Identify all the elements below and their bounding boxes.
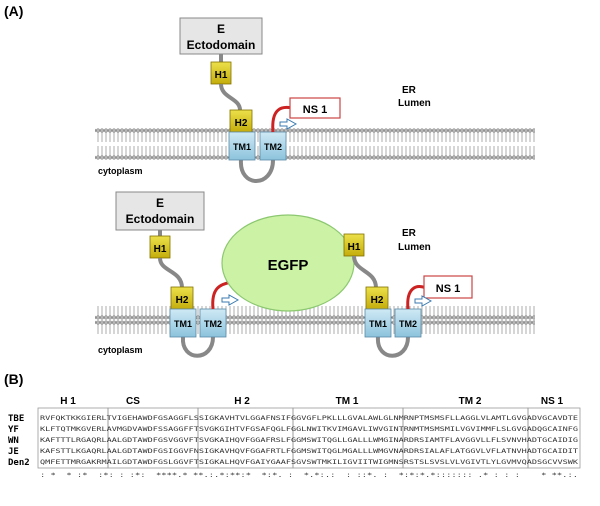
region-header: H 2 (234, 396, 250, 407)
cleavage-arrow-bottom-right (414, 295, 433, 307)
tm2-label-bottom-left: TM2 (204, 319, 222, 329)
egfp-label: EGFP (268, 257, 309, 274)
tm1-label-top: TM1 (233, 142, 251, 152)
ectodomain-top-line2: Ectodomain (187, 38, 256, 52)
region-header: H 1 (60, 396, 76, 407)
cleavage-arrow-top (279, 118, 298, 130)
h1-label-bottom-right: H1 (348, 242, 361, 253)
panel-b-label: (B) (4, 371, 23, 387)
ns1-label-top: NS 1 (303, 104, 327, 116)
top-diagram: E Ectodomain H1 H2 TM1 TM2 NS 1 ER Lumen… (95, 17, 535, 183)
h2-label-bottom-left: H2 (176, 295, 189, 306)
species-label: Den2 (8, 458, 30, 468)
cyto-loop-bottom-right (375, 336, 410, 358)
cleavage-arrow-bottom-left (221, 294, 240, 306)
membrane-top (95, 128, 535, 160)
tm1-helix-bottom-right (364, 308, 392, 338)
alignment-sequences: RVFQKTKKGIERLTVIGEHAWDFGSAGGFLSSIGKAVHTV… (40, 414, 578, 479)
consensus-row: : * * :* :*: : :*: ****.* **.:.*:**:* *:… (40, 471, 578, 479)
ns1-box-bottom (423, 275, 473, 299)
cytoplasm-label-bottom: cytoplasm (98, 345, 143, 355)
ns1-label-bottom: NS 1 (436, 283, 460, 295)
sequence-row: KAFSTTLKGAQRLAALGDTAWDFGSIGGVFNSIGKAVHQV… (40, 447, 578, 455)
region-header: TM 1 (336, 396, 359, 407)
ectodomain-box-top (179, 17, 263, 55)
region-box-ns1 (527, 407, 581, 469)
tm2-label-top: TM2 (264, 142, 282, 152)
cyto-loop-top (238, 159, 275, 183)
alignment-region-headers: H 1 CS H 2 TM 1 TM 2 NS 1 (60, 396, 563, 407)
species-label: YF (8, 425, 19, 435)
cyto-loop-bottom-left (180, 336, 215, 358)
ns1-box-top (289, 97, 341, 119)
bottom-diagram: E Ectodomain H1 H2 TM1 TM2 EGFP H1 H2 TM… (95, 191, 535, 358)
membrane-bottom (95, 305, 535, 337)
ectodomain-bottom-line1: E (156, 196, 164, 210)
connector-h1-h2-top (219, 83, 242, 111)
tm2-helix-bottom-left (199, 308, 227, 338)
region-header: TM 2 (459, 396, 482, 407)
h1-label-bottom-left: H1 (154, 244, 167, 255)
tm1-helix-top (228, 131, 256, 161)
tm1-label-bottom-left: TM1 (174, 319, 192, 329)
tm2-helix-top (259, 131, 287, 161)
species-label: WN (8, 436, 19, 446)
tm1-label-bottom-right: TM1 (369, 319, 387, 329)
sequence-row: RVFQKTKKGIERLTVIGEHAWDFGSAGGFLSSIGKAVHTV… (40, 414, 578, 422)
panel-a-label: (A) (4, 3, 23, 19)
h2-label-top: H2 (235, 118, 248, 129)
er-label-top: ER (402, 85, 417, 96)
alignment-species-labels: TBE YF WN JE Den2 (8, 414, 30, 468)
sequence-row: QMFETTMRGAKRMAILGDTAWDFGSLGGVFTSIGKALHQV… (40, 458, 578, 466)
species-label: JE (8, 447, 19, 457)
region-header: CS (126, 396, 140, 407)
ectodomain-bottom-line2: Ectodomain (126, 212, 195, 226)
ectodomain-top-line1: E (217, 22, 225, 36)
er-label-bottom: ER (402, 228, 417, 239)
lumen-label-top: Lumen (398, 98, 431, 109)
ectodomain-box-bottom (115, 191, 205, 231)
region-header: NS 1 (541, 396, 564, 407)
alignment-boxes (37, 407, 581, 469)
sequence-row: KAFTTTLRGAQRLAALGDTAWDFGSVGGVFTSVGKAIHQV… (40, 436, 578, 444)
h1-label-top: H1 (215, 70, 228, 81)
connector-h1-h2-bottom-right (352, 255, 378, 289)
sequence-row: KLFTQTMKGVERLAVMGDVAWDFSSAGGFFTSVGKGIHTV… (40, 425, 578, 433)
connector-h1-h2-bottom-left (158, 257, 184, 289)
h2-label-bottom-right: H2 (371, 295, 384, 306)
tm1-helix-bottom-left (169, 308, 197, 338)
tm2-label-bottom-right: TM2 (399, 319, 417, 329)
cytoplasm-label-top: cytoplasm (98, 166, 143, 176)
species-label: TBE (8, 414, 24, 424)
lumen-label-bottom: Lumen (398, 242, 431, 253)
